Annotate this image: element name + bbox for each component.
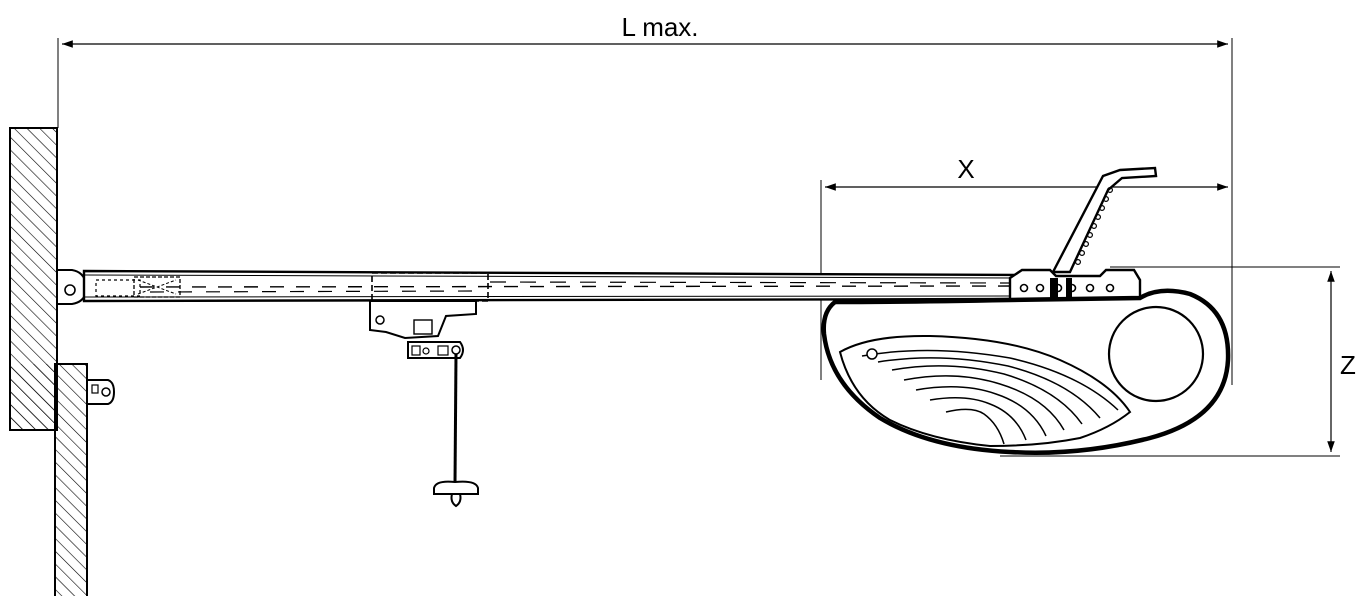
strap-holes xyxy=(1074,187,1113,266)
rail xyxy=(82,269,1022,303)
wall xyxy=(9,127,88,596)
dimension-z: Z xyxy=(1327,271,1356,452)
x-label: X xyxy=(957,154,974,184)
extension-lines xyxy=(57,38,1340,457)
trolley xyxy=(369,300,477,359)
l-max-label: L max. xyxy=(621,12,698,42)
light-cover xyxy=(838,334,1132,448)
mounting-strap xyxy=(1051,166,1158,274)
dimension-x: X xyxy=(825,154,1228,191)
lintel-bracket xyxy=(86,379,116,405)
motor-end-cap xyxy=(1107,305,1205,403)
wall-bracket xyxy=(56,269,87,305)
z-label: Z xyxy=(1340,350,1356,380)
dimension-l-max: L max. xyxy=(62,12,1228,48)
emergency-release-handle xyxy=(433,353,479,508)
motor-unit xyxy=(821,166,1231,455)
lower-wall-lintel xyxy=(54,363,88,596)
